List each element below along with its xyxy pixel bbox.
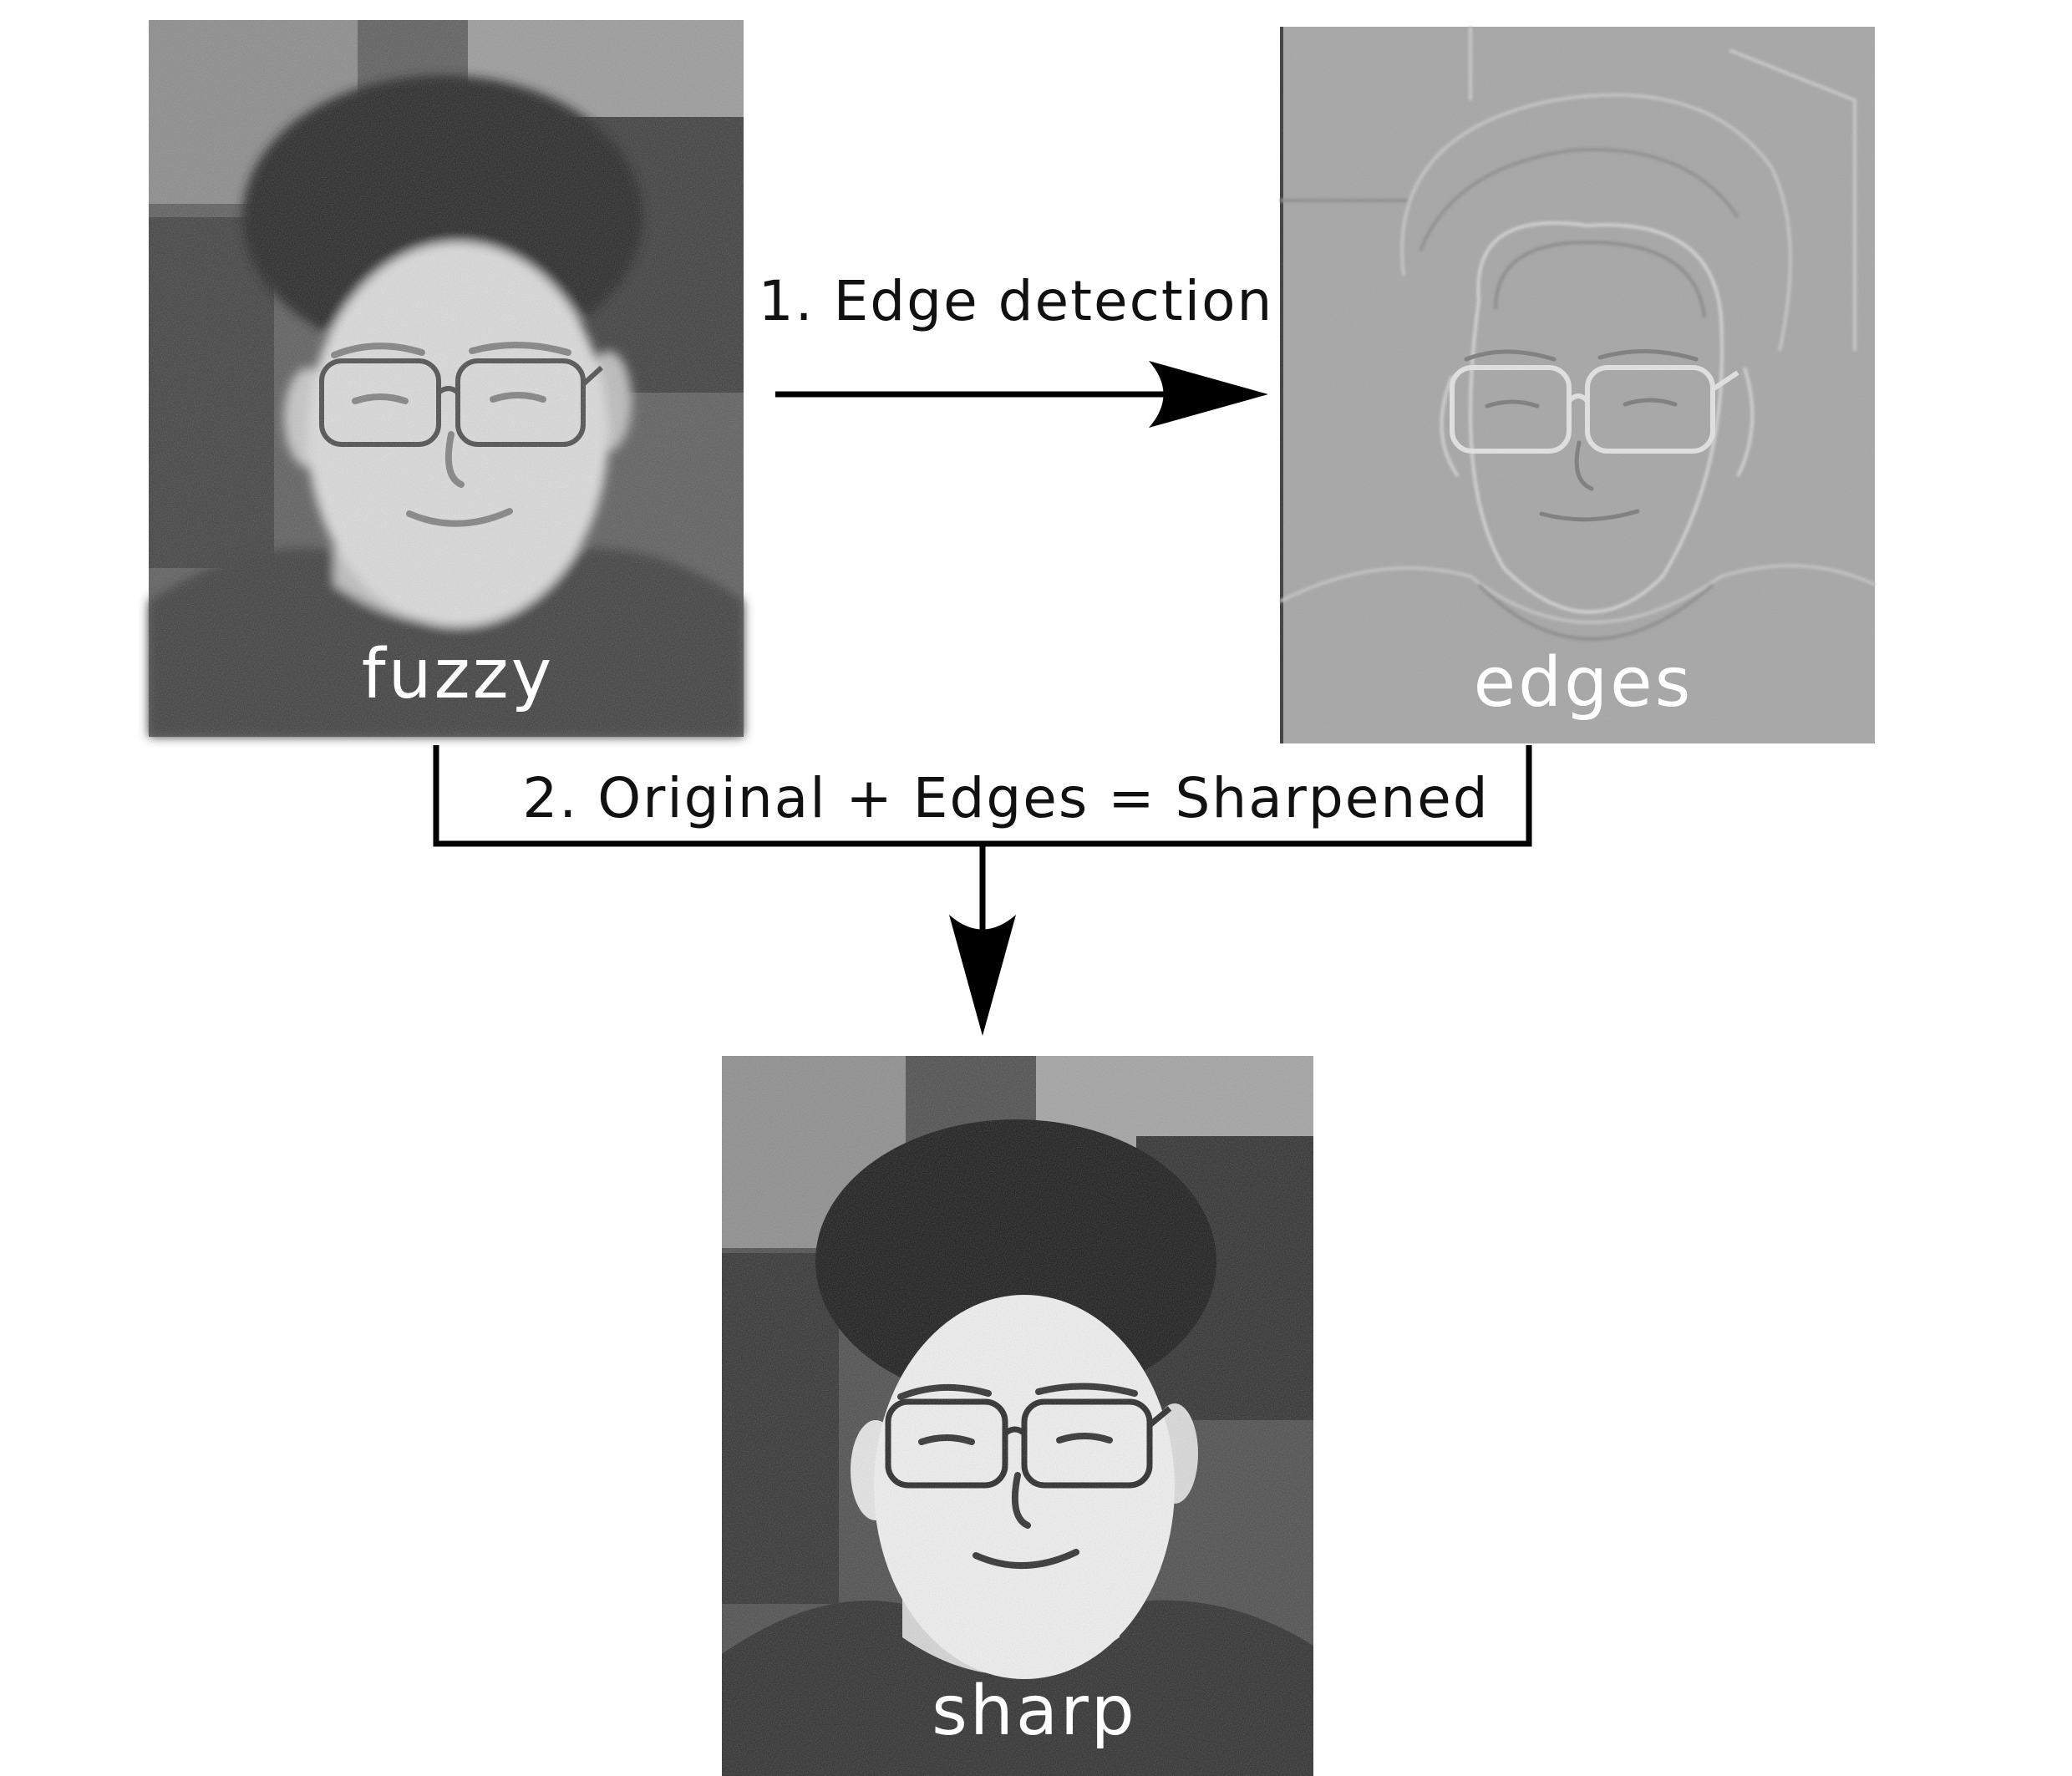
edge-detection-arrow	[775, 361, 1268, 428]
step2-label: 2. Original + Edges = Sharpened	[522, 766, 1489, 830]
edges-photo: edges	[1279, 27, 1876, 743]
sharpen-arrow	[949, 844, 1016, 1036]
step1-label: 1. Edge detection	[759, 269, 1274, 333]
sharp-caption: sharp	[932, 1672, 1137, 1751]
fuzzy-photo: fuzzy	[149, 20, 744, 737]
sharp-photo: sharp	[722, 1056, 1313, 1776]
edges-caption: edges	[1474, 643, 1694, 723]
fuzzy-caption: fuzzy	[362, 635, 554, 714]
